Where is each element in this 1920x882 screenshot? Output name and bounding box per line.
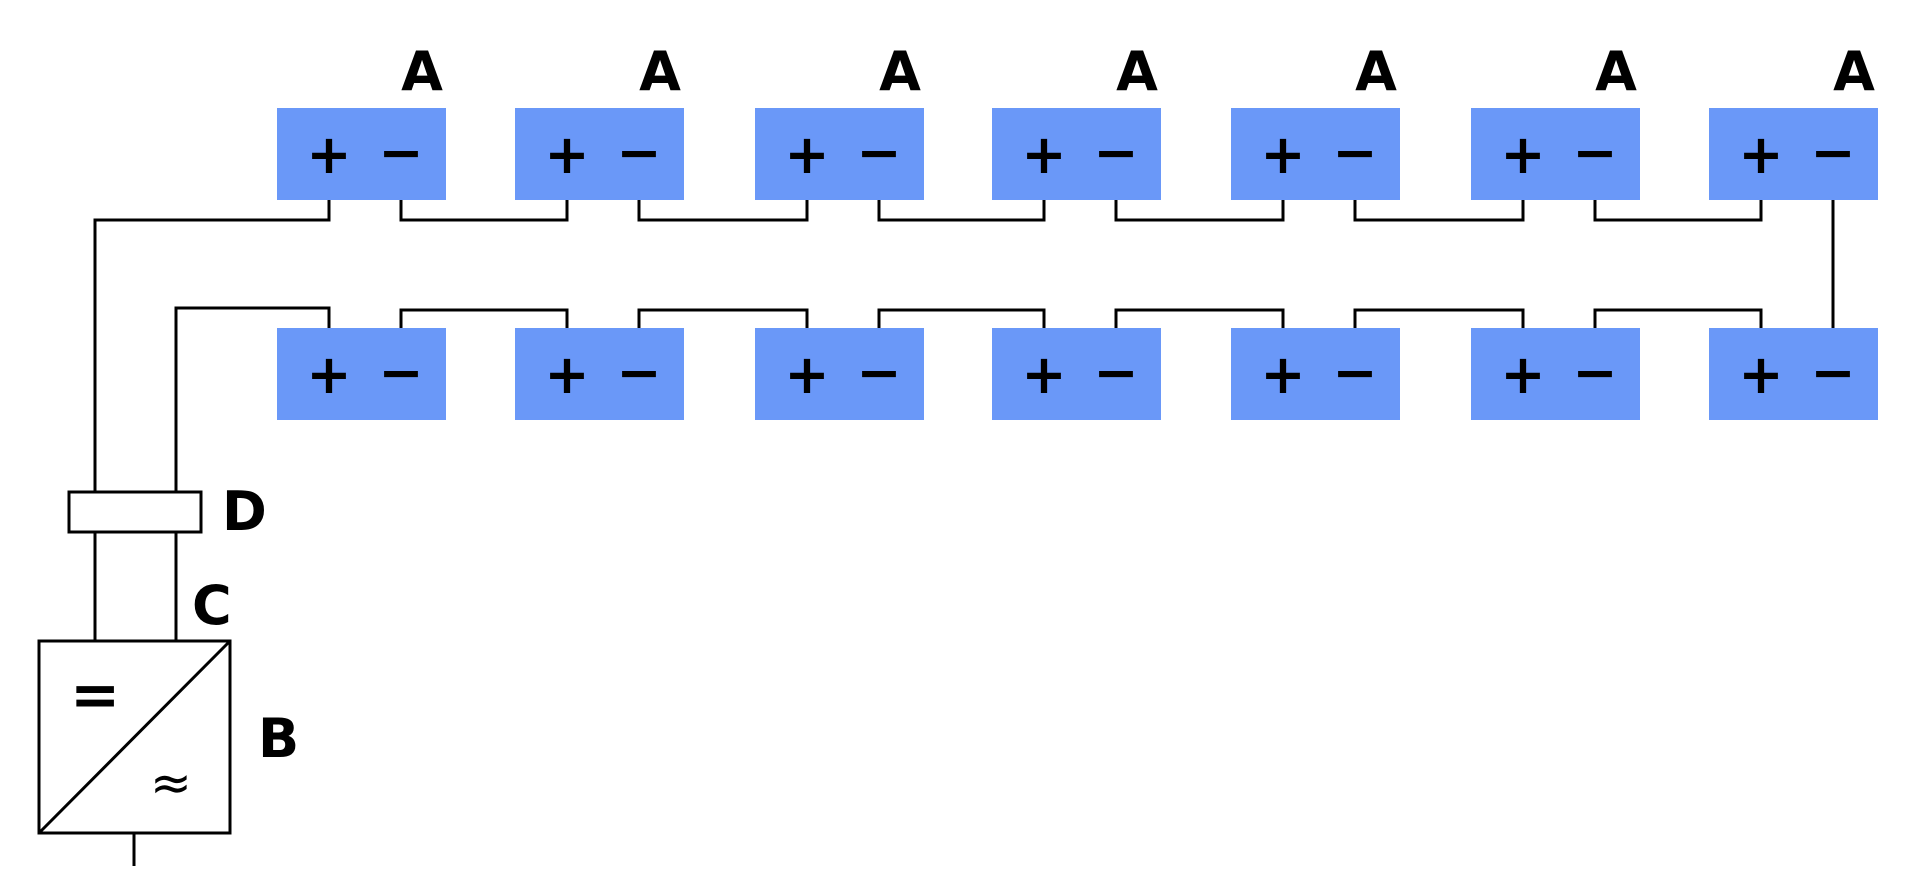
pv-module: +− xyxy=(1471,328,1640,420)
plus-terminal: + xyxy=(306,123,351,186)
module-label: A xyxy=(401,40,443,103)
series-link-top xyxy=(1114,200,1285,222)
cable-label: C xyxy=(192,574,232,637)
module-panel xyxy=(1231,328,1400,420)
plus-terminal: + xyxy=(1500,123,1545,186)
pv-module: +− xyxy=(277,108,446,200)
minus-terminal: − xyxy=(856,121,901,184)
pv-module: +− xyxy=(515,328,684,420)
minus-terminal: − xyxy=(616,121,661,184)
dc-connector-box xyxy=(67,490,203,534)
module-label: A xyxy=(1833,40,1875,103)
ac-symbol: ≈ xyxy=(150,754,192,812)
pv-module: +− xyxy=(1709,108,1878,200)
connector-label: D xyxy=(222,480,267,543)
inverter-label: B xyxy=(258,707,299,770)
plus-terminal: + xyxy=(306,343,351,406)
module-panel xyxy=(1231,108,1400,200)
module-panel xyxy=(1709,328,1878,420)
minus-terminal: − xyxy=(378,341,423,404)
module-panel xyxy=(1709,108,1878,200)
series-link-bottom xyxy=(1353,308,1525,328)
pv-module: +− xyxy=(992,108,1161,200)
plus-terminal: + xyxy=(1021,343,1066,406)
plus-terminal: + xyxy=(1021,123,1066,186)
module-label: A xyxy=(1116,40,1158,103)
minus-terminal: − xyxy=(1093,341,1138,404)
home-run-negative xyxy=(174,306,331,492)
pv-module: +− xyxy=(1231,108,1400,200)
series-link-bottom xyxy=(399,308,569,328)
plus-terminal: + xyxy=(1500,343,1545,406)
plus-terminal: + xyxy=(1738,123,1783,186)
module-panel xyxy=(755,108,924,200)
module-label: A xyxy=(1595,40,1637,103)
minus-terminal: − xyxy=(1572,121,1617,184)
module-label: A xyxy=(1355,40,1397,103)
series-link-bottom xyxy=(1114,308,1285,328)
minus-terminal: − xyxy=(1810,341,1855,404)
plus-terminal: + xyxy=(544,343,589,406)
series-link-top xyxy=(399,200,569,222)
plus-terminal: + xyxy=(544,123,589,186)
module-label: A xyxy=(879,40,921,103)
plus-terminal: + xyxy=(784,123,829,186)
pv-modules: +−+−+−+−+−+−+−+−+−+−+−+−+−+− xyxy=(277,108,1878,420)
plus-terminal: + xyxy=(1738,343,1783,406)
series-link-top xyxy=(637,200,809,222)
pv-module: +− xyxy=(1471,108,1640,200)
series-link-bottom xyxy=(637,308,809,328)
pv-module: +− xyxy=(515,108,684,200)
home-run-positive xyxy=(93,200,331,492)
module-panel xyxy=(515,108,684,200)
minus-terminal: − xyxy=(1810,121,1855,184)
plus-terminal: + xyxy=(1260,123,1305,186)
module-panel xyxy=(277,108,446,200)
series-link-bottom xyxy=(877,308,1046,328)
string-wiring xyxy=(93,200,1835,492)
series-link-top xyxy=(877,200,1046,222)
pv-module: +− xyxy=(755,108,924,200)
minus-terminal: − xyxy=(1332,341,1377,404)
minus-terminal: − xyxy=(1572,341,1617,404)
module-label: A xyxy=(639,40,681,103)
module-panel xyxy=(515,328,684,420)
module-panel xyxy=(755,328,924,420)
pv-module: +− xyxy=(755,328,924,420)
module-panel xyxy=(992,328,1161,420)
inverter-diagonal xyxy=(37,639,232,835)
pv-module: +− xyxy=(277,328,446,420)
series-link-top xyxy=(1353,200,1525,222)
dc-symbol: = xyxy=(70,660,120,730)
pv-module: +− xyxy=(1709,328,1878,420)
module-panel xyxy=(277,328,446,420)
plus-terminal: + xyxy=(1260,343,1305,406)
series-link-bottom xyxy=(1593,308,1763,328)
minus-terminal: − xyxy=(1093,121,1138,184)
plus-terminal: + xyxy=(784,343,829,406)
module-panel xyxy=(992,108,1161,200)
pv-module: +− xyxy=(1231,328,1400,420)
minus-terminal: − xyxy=(1332,121,1377,184)
series-link-top xyxy=(1593,200,1763,222)
module-panel xyxy=(1471,108,1640,200)
pv-module: +− xyxy=(992,328,1161,420)
minus-terminal: − xyxy=(378,121,423,184)
module-panel xyxy=(1471,328,1640,420)
minus-terminal: − xyxy=(856,341,901,404)
minus-terminal: − xyxy=(616,341,661,404)
